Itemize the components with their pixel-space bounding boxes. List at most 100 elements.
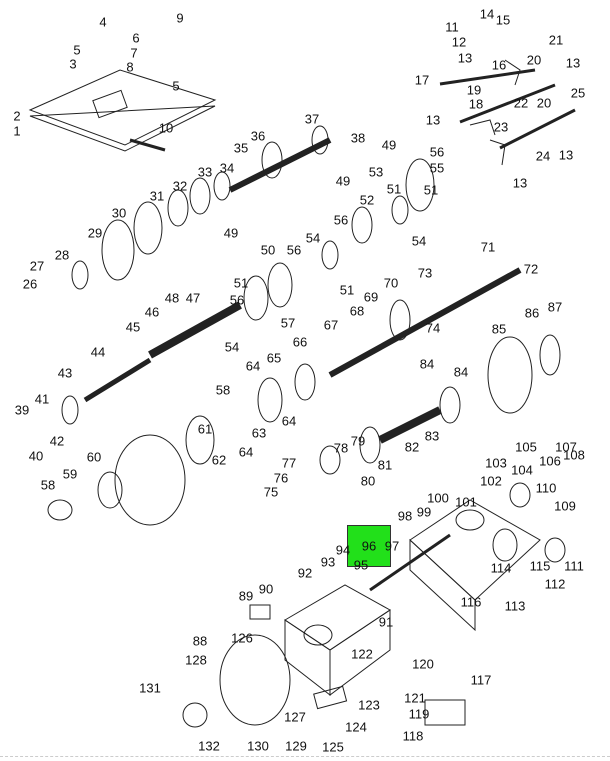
- callout-24[interactable]: 24: [535, 148, 551, 164]
- callout-124[interactable]: 124: [345, 719, 367, 735]
- highlighted-part-marker[interactable]: [347, 525, 391, 567]
- callout-28[interactable]: 28: [54, 247, 70, 263]
- callout-57[interactable]: 57: [280, 315, 296, 331]
- callout-43[interactable]: 43: [57, 365, 73, 381]
- callout-68[interactable]: 68: [349, 303, 365, 319]
- callout-84[interactable]: 84: [453, 364, 469, 380]
- callout-93[interactable]: 93: [320, 554, 336, 570]
- callout-46[interactable]: 46: [144, 304, 160, 320]
- callout-104[interactable]: 104: [511, 462, 533, 478]
- callout-54[interactable]: 54: [411, 233, 427, 249]
- callout-49[interactable]: 49: [335, 173, 351, 189]
- callout-45[interactable]: 45: [125, 319, 141, 335]
- callout-17[interactable]: 17: [414, 72, 430, 88]
- callout-15[interactable]: 15: [495, 12, 511, 28]
- callout-125[interactable]: 125: [322, 739, 344, 755]
- callout-56[interactable]: 56: [333, 212, 349, 228]
- callout-54[interactable]: 54: [305, 230, 321, 246]
- callout-13[interactable]: 13: [425, 112, 441, 128]
- callout-53[interactable]: 53: [368, 164, 384, 180]
- callout-108[interactable]: 108: [563, 447, 585, 463]
- callout-73[interactable]: 73: [417, 265, 433, 281]
- callout-47[interactable]: 47: [185, 290, 201, 306]
- callout-56[interactable]: 56: [229, 292, 245, 308]
- callout-76[interactable]: 76: [273, 470, 289, 486]
- callout-23[interactable]: 23: [493, 119, 509, 135]
- callout-131[interactable]: 131: [139, 680, 161, 696]
- callout-60[interactable]: 60: [86, 449, 102, 465]
- callout-83[interactable]: 83: [424, 428, 440, 444]
- callout-115[interactable]: 115: [529, 558, 551, 574]
- callout-56[interactable]: 56: [286, 242, 302, 258]
- callout-50[interactable]: 50: [260, 242, 276, 258]
- callout-13[interactable]: 13: [558, 147, 574, 163]
- callout-70[interactable]: 70: [383, 275, 399, 291]
- callout-10[interactable]: 10: [158, 120, 174, 136]
- callout-106[interactable]: 106: [539, 453, 561, 469]
- callout-64[interactable]: 64: [245, 358, 261, 374]
- callout-98[interactable]: 98: [397, 508, 413, 524]
- callout-90[interactable]: 90: [258, 581, 274, 597]
- callout-77[interactable]: 77: [281, 455, 297, 471]
- callout-4[interactable]: 4: [99, 14, 107, 30]
- callout-84[interactable]: 84: [419, 356, 435, 372]
- callout-13[interactable]: 13: [565, 55, 581, 71]
- callout-130[interactable]: 130: [247, 738, 269, 754]
- callout-127[interactable]: 127: [284, 709, 306, 725]
- callout-3[interactable]: 3: [69, 56, 77, 72]
- callout-20[interactable]: 20: [526, 52, 542, 68]
- callout-30[interactable]: 30: [111, 205, 127, 221]
- callout-51[interactable]: 51: [386, 181, 402, 197]
- callout-91[interactable]: 91: [378, 614, 394, 630]
- callout-87[interactable]: 87: [547, 299, 563, 315]
- callout-31[interactable]: 31: [149, 188, 165, 204]
- callout-81[interactable]: 81: [377, 457, 393, 473]
- callout-51[interactable]: 51: [233, 275, 249, 291]
- callout-5[interactable]: 5: [172, 78, 180, 94]
- callout-54[interactable]: 54: [224, 339, 240, 355]
- callout-58[interactable]: 58: [40, 477, 56, 493]
- callout-63[interactable]: 63: [251, 425, 267, 441]
- callout-67[interactable]: 67: [323, 317, 339, 333]
- callout-96[interactable]: 96: [361, 538, 377, 554]
- callout-105[interactable]: 105: [515, 439, 537, 455]
- callout-58[interactable]: 58: [215, 382, 231, 398]
- callout-52[interactable]: 52: [359, 192, 375, 208]
- callout-100[interactable]: 100: [427, 490, 449, 506]
- callout-132[interactable]: 132: [198, 738, 220, 754]
- callout-40[interactable]: 40: [28, 448, 44, 464]
- callout-95[interactable]: 95: [353, 557, 369, 573]
- callout-19[interactable]: 19: [466, 82, 482, 98]
- callout-97[interactable]: 97: [384, 538, 400, 554]
- callout-107[interactable]: 107: [555, 439, 577, 455]
- callout-126[interactable]: 126: [231, 630, 253, 646]
- callout-85[interactable]: 85: [491, 321, 507, 337]
- callout-123[interactable]: 123: [358, 697, 380, 713]
- callout-37[interactable]: 37: [304, 111, 320, 127]
- callout-27[interactable]: 27: [29, 258, 45, 274]
- callout-102[interactable]: 102: [480, 473, 502, 489]
- callout-99[interactable]: 99: [416, 504, 432, 520]
- callout-38[interactable]: 38: [350, 130, 366, 146]
- callout-64[interactable]: 64: [281, 413, 297, 429]
- callout-65[interactable]: 65: [266, 350, 282, 366]
- callout-5[interactable]: 5: [73, 42, 81, 58]
- callout-6[interactable]: 6: [132, 30, 140, 46]
- callout-71[interactable]: 71: [480, 239, 496, 255]
- callout-32[interactable]: 32: [172, 178, 188, 194]
- callout-66[interactable]: 66: [292, 334, 308, 350]
- callout-69[interactable]: 69: [363, 289, 379, 305]
- callout-13[interactable]: 13: [512, 175, 528, 191]
- callout-61[interactable]: 61: [197, 421, 213, 437]
- callout-109[interactable]: 109: [554, 498, 576, 514]
- callout-112[interactable]: 112: [544, 576, 566, 592]
- callout-56[interactable]: 56: [429, 144, 445, 160]
- callout-80[interactable]: 80: [360, 473, 376, 489]
- callout-14[interactable]: 14: [479, 6, 495, 22]
- callout-92[interactable]: 92: [297, 565, 313, 581]
- callout-48[interactable]: 48: [164, 290, 180, 306]
- callout-7[interactable]: 7: [130, 45, 138, 61]
- callout-36[interactable]: 36: [250, 128, 266, 144]
- callout-41[interactable]: 41: [34, 391, 50, 407]
- callout-129[interactable]: 129: [285, 738, 307, 754]
